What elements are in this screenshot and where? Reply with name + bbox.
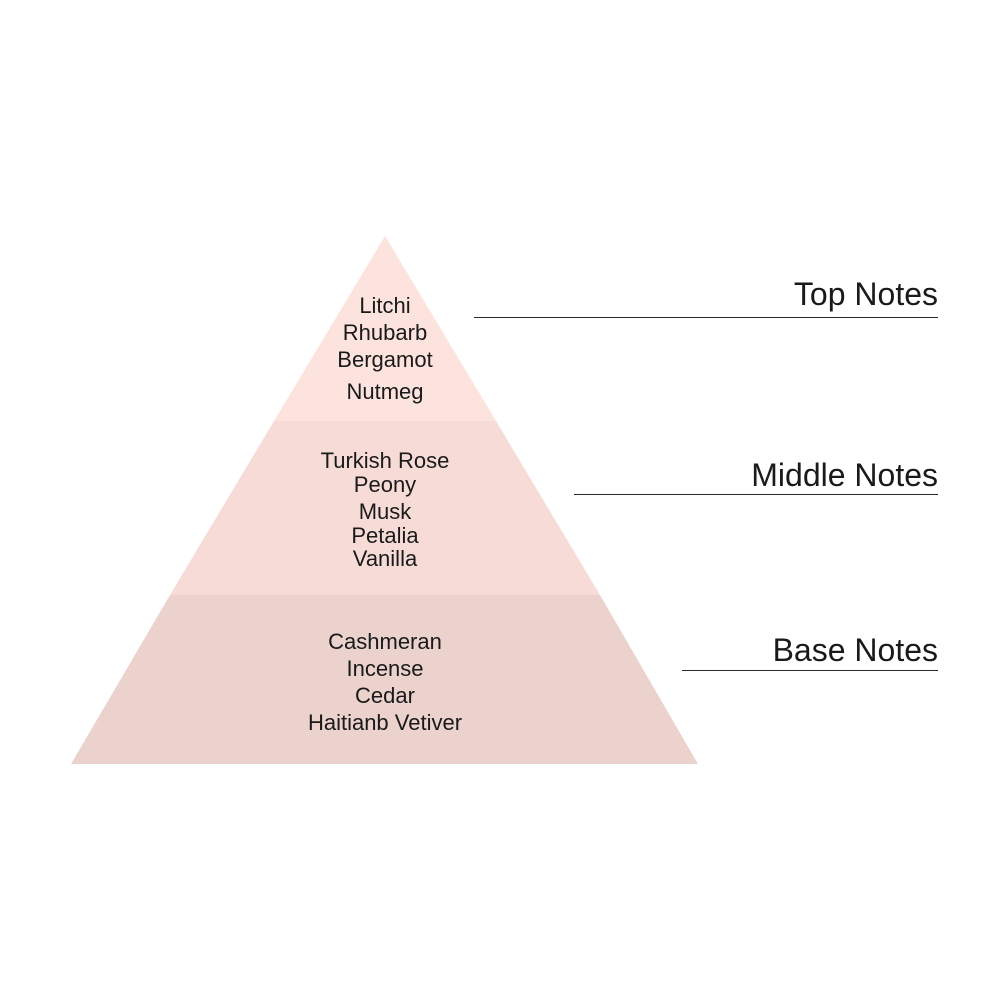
top-note-item: Nutmeg <box>346 379 424 404</box>
top-note-item: Bergamot <box>337 347 433 372</box>
pyramid-tier-top <box>274 236 496 421</box>
middle-note-item: Vanilla <box>352 546 418 571</box>
base-note-item: Incense <box>346 656 424 681</box>
pyramid-tier-middle <box>170 421 600 595</box>
middle-note-item: Peony <box>353 472 417 497</box>
middle-note-item: Musk <box>358 499 412 524</box>
middle-note-item: Petalia <box>351 523 419 548</box>
base-note-item: Haitianb Vetiver <box>307 710 463 735</box>
top-notes-leader-line <box>474 317 938 318</box>
middle-notes-leader-line <box>574 494 938 495</box>
base-notes-leader-line <box>682 670 938 671</box>
base-notes-label: Base Notes <box>772 632 938 668</box>
top-note-item: Litchi <box>359 293 411 318</box>
pyramid-tier-base <box>71 595 698 764</box>
middle-note-item: Turkish Rose <box>320 448 450 473</box>
base-note-item: Cedar <box>355 683 415 708</box>
base-note-item: Cashmeran <box>328 629 442 654</box>
top-note-item: Rhubarb <box>342 320 428 345</box>
top-notes-label: Top Notes <box>793 276 938 312</box>
middle-notes-label: Middle Notes <box>751 457 938 493</box>
